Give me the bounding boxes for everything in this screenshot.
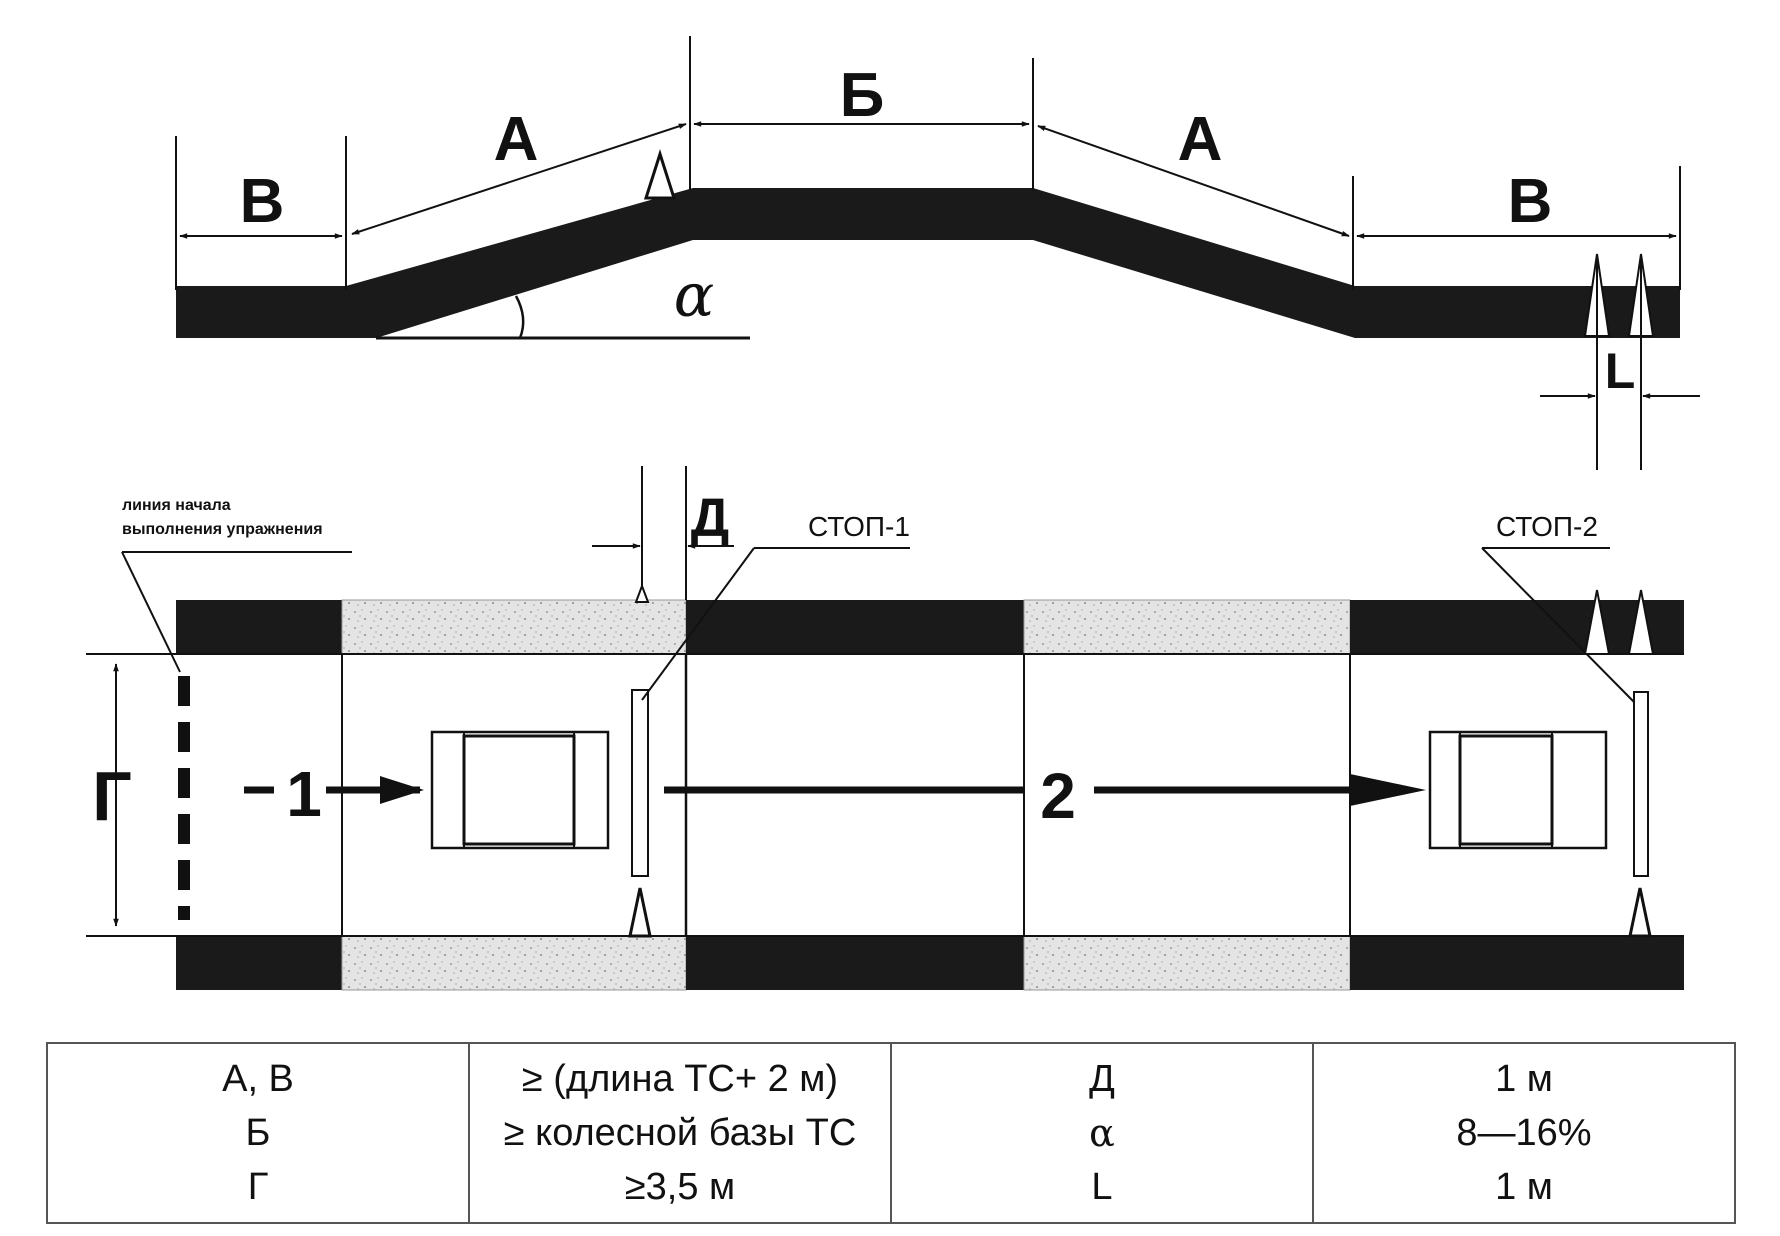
- table-cell-text: 1 м: [1495, 1058, 1553, 1100]
- table-cell-text: ≥3,5 м: [624, 1166, 736, 1208]
- track-strip-gravel: [341, 599, 687, 655]
- track-strip-dark: [686, 600, 1024, 654]
- cone-icon: [628, 887, 652, 938]
- table-cell-text: 8—16%: [1456, 1112, 1592, 1154]
- track-strip-dark: [686, 936, 1024, 990]
- plan-view: Д линия начала выполнения упражнения Г 1…: [86, 466, 1684, 991]
- cone-icon: [634, 583, 650, 603]
- overpass-profile: [176, 188, 1680, 338]
- cone-icon: [1628, 887, 1652, 938]
- leader-line: [121, 551, 181, 673]
- table-cell-text: А, В: [222, 1058, 294, 1100]
- start-line-label: линия начала: [122, 497, 231, 514]
- table-cell-text: α: [1089, 1111, 1115, 1155]
- cone-icon: [1627, 589, 1655, 655]
- car-icon: [430, 730, 610, 850]
- label-alpha: α: [674, 261, 715, 331]
- start-line-label: выполнения упражнения: [122, 521, 323, 538]
- table-cell-text: Г: [247, 1166, 269, 1208]
- table-cell-text: Б: [245, 1112, 271, 1154]
- label-b: Б: [840, 61, 885, 130]
- track-strip-dark: [1350, 936, 1684, 990]
- table-cell: Д α L: [890, 1043, 1314, 1223]
- track-strip-dark: [1350, 600, 1684, 654]
- track-strip-dark: [176, 936, 342, 990]
- label-stop-2: СТОП-2: [1496, 511, 1598, 542]
- stop-2-bar: [1633, 691, 1649, 877]
- table-cell-text: Д: [1089, 1058, 1115, 1100]
- profile-view: В А Б А В α L: [175, 36, 1700, 470]
- track-strip-gravel: [1023, 935, 1351, 991]
- table-row: А, В Б Г ≥ (длина ТС+ 2 м) ≥ колесной ба…: [46, 1043, 1736, 1223]
- leader-line: [641, 547, 755, 701]
- dim-a-left: [351, 123, 687, 235]
- track-strip-gravel: [341, 935, 687, 991]
- table-cell: ≥ (длина ТС+ 2 м) ≥ колесной базы ТС ≥3,…: [468, 1043, 892, 1223]
- table-cell-text: 1 м: [1495, 1166, 1553, 1208]
- dim-a-right: [1037, 125, 1350, 237]
- label-a-right: А: [1178, 105, 1223, 174]
- table-cell: 1 м 8—16% 1 м: [1312, 1043, 1736, 1223]
- car-cabin: [1458, 734, 1554, 846]
- dimensions-table: А, В Б Г ≥ (длина ТС+ 2 м) ≥ колесной ба…: [46, 1042, 1736, 1224]
- label-g: Г: [92, 757, 132, 835]
- table-cell-text: ≥ колесной базы ТС: [503, 1112, 857, 1154]
- stop-1-bar: [631, 689, 649, 877]
- table-cell-text: L: [1091, 1166, 1113, 1208]
- label-d: Д: [691, 488, 729, 548]
- label-a-left: А: [494, 105, 539, 174]
- car-icon: [1428, 730, 1608, 850]
- label-arrow-1: 1: [286, 758, 322, 830]
- track-strip-gravel: [1023, 599, 1351, 655]
- overpass-diagram: В А Б А В α L Д лини: [86, 36, 1700, 991]
- car-cabin: [462, 734, 576, 846]
- label-arrow-2: 2: [1040, 760, 1076, 832]
- leader-line: [1481, 547, 1635, 703]
- table-cell-text: ≥ (длина ТС+ 2 м): [521, 1058, 839, 1100]
- label-v-left: В: [240, 167, 285, 236]
- table-cell: А, В Б Г: [46, 1043, 470, 1223]
- label-v-right: В: [1508, 167, 1553, 236]
- arrowhead-icon: [380, 776, 424, 804]
- label-stop-1: СТОП-1: [808, 511, 910, 542]
- label-l: L: [1605, 343, 1636, 399]
- arrowhead-icon: [1350, 774, 1426, 806]
- cone-icon: [643, 149, 677, 200]
- angle-arc: [514, 295, 525, 339]
- track-strip-dark: [176, 600, 342, 654]
- cone-icon: [1583, 589, 1611, 655]
